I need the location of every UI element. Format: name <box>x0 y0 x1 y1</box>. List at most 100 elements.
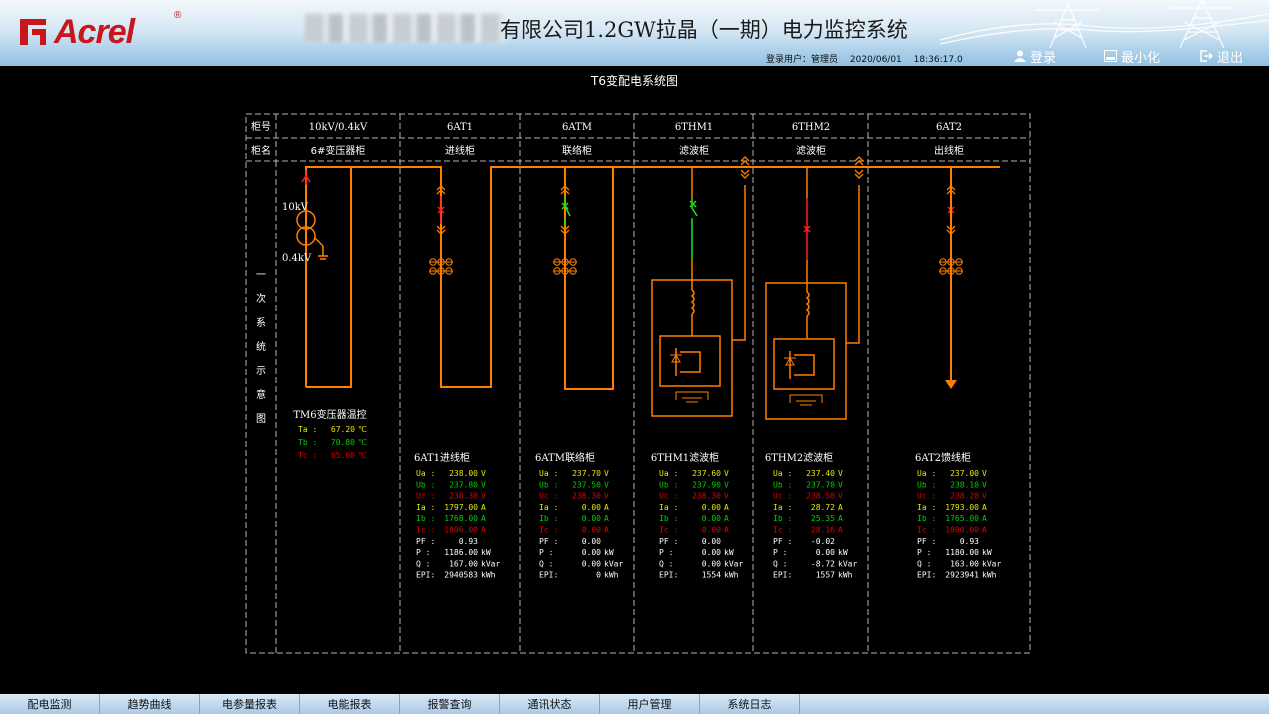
meas-value-pf: 0.93 <box>459 537 478 546</box>
meas-label-ua: Ua : <box>773 469 792 478</box>
meas-label-ib: Ib : <box>539 514 558 523</box>
meas-label-ic: Ic : <box>416 526 435 535</box>
meas-unit-ib: A <box>481 514 486 523</box>
meas-label-epi: EPI: <box>416 571 435 580</box>
meas-unit-ib: A <box>838 514 843 523</box>
meas-unit-epi: kWh <box>838 571 853 580</box>
meas-value-p: 0.00 <box>702 548 721 557</box>
meas-unit-ub: V <box>604 480 609 489</box>
meas-label-ia: Ia : <box>917 503 936 512</box>
current-transformer-symbol <box>429 258 453 275</box>
single-line-diagram: 柜号 柜名 10kV/0.4kV6#变压器柜6AT1进线柜6ATM联络柜6THM… <box>245 113 1031 654</box>
meas-label-ua: Ua : <box>659 469 678 478</box>
disconnector-symbol <box>560 185 570 195</box>
temp-value-2: 65.60 <box>331 451 355 460</box>
meas-unit-ia: A <box>838 503 843 512</box>
meas-value-pf: 0.00 <box>582 537 601 546</box>
meas-label-ic: Ic : <box>659 526 678 535</box>
meas-value-ub: 237.90 <box>692 480 721 489</box>
page-title: T6变配电系统图 <box>591 74 678 88</box>
meas-value-ic: 1806.00 <box>444 526 478 535</box>
meas-label-ib: Ib : <box>917 514 936 523</box>
meas-label-ib: Ib : <box>416 514 435 523</box>
meas-unit-ia: A <box>982 503 987 512</box>
disconnector-symbol <box>854 169 864 179</box>
app-header: Acrel ® 有限公司1.2GW拉晶（一期）电力监控系统 登录用户：管理员 2… <box>0 0 1269 66</box>
nav-tab-5[interactable]: 通讯状态 <box>500 694 600 714</box>
meas-unit-uc: V <box>481 492 486 501</box>
panel-title: 6THM1滤波柜 <box>651 451 719 464</box>
exit-icon <box>1200 50 1213 62</box>
panel-title: 6THM2滤波柜 <box>765 451 833 464</box>
meas-label-pf: PF : <box>773 537 792 546</box>
meas-value-q: 167.00 <box>449 559 478 568</box>
disconnector-symbol <box>740 156 750 166</box>
login-button[interactable]: 登录 <box>1014 48 1057 66</box>
meas-value-ic: 0.00 <box>582 526 601 535</box>
status-bar: 登录用户：管理员 2020/06/01 18:36:17.0 <box>766 52 972 65</box>
meas-value-epi: 2923941 <box>945 571 979 580</box>
brand-name: Acrel <box>54 12 135 51</box>
meas-unit-ic: A <box>838 526 843 535</box>
meas-unit-q: kVar <box>982 559 1001 568</box>
meas-label-ia: Ia : <box>539 503 558 512</box>
meas-label-ua: Ua : <box>539 469 558 478</box>
meas-unit-ub: V <box>982 480 987 489</box>
disconnector-symbol <box>854 156 864 166</box>
meas-unit-p: kW <box>481 548 491 557</box>
meas-unit-ua: V <box>604 469 609 478</box>
meas-value-pf: 0.93 <box>960 537 979 546</box>
meas-value-q: 0.00 <box>702 559 721 568</box>
minimize-button[interactable]: 最小化 <box>1104 48 1160 66</box>
temp-label-1: Tb : <box>298 438 317 447</box>
meas-value-uc: 238.20 <box>950 492 979 501</box>
meas-unit-uc: V <box>838 492 843 501</box>
meas-unit-ua: V <box>481 469 486 478</box>
current-date: 2020/06/01 <box>849 55 902 65</box>
nav-tab-0[interactable]: 配电监测 <box>0 694 100 714</box>
meas-value-ic: 1800.00 <box>945 526 979 535</box>
meas-value-ua: 237.60 <box>692 469 721 478</box>
cabinet-no-1: 6AT1 <box>447 122 473 133</box>
meas-unit-ua: V <box>982 469 987 478</box>
meas-label-p: P : <box>659 548 673 557</box>
nav-tab-7[interactable]: 系统日志 <box>700 694 800 714</box>
meas-unit-ub: V <box>724 480 729 489</box>
meas-unit-p: kW <box>982 548 992 557</box>
cabinet-no-3: 6THM1 <box>675 122 713 133</box>
meas-unit-q: kVar <box>838 559 857 568</box>
login-label: 登录 <box>1030 50 1057 66</box>
temp-unit-2: ℃ <box>358 451 367 460</box>
meas-label-q: Q : <box>539 559 553 568</box>
nav-tab-6[interactable]: 用户管理 <box>600 694 700 714</box>
side-label-char: 次 <box>256 292 266 305</box>
cabinet-name-1: 进线柜 <box>445 144 475 157</box>
meas-unit-p: kW <box>838 548 848 557</box>
bottom-nav: 配电监测趋势曲线电参量报表电能报表报警查询通讯状态用户管理系统日志 <box>0 694 1269 714</box>
breaker-open-mark <box>689 200 697 208</box>
nav-tab-3[interactable]: 电能报表 <box>300 694 400 714</box>
meas-value-epi: 2940583 <box>444 571 478 580</box>
meas-label-epi: EPI: <box>539 571 558 580</box>
meas-value-epi: 1554 <box>702 571 721 580</box>
nav-tab-2[interactable]: 电参量报表 <box>200 694 300 714</box>
meas-unit-ic: A <box>982 526 987 535</box>
nav-tab-1[interactable]: 趋势曲线 <box>100 694 200 714</box>
meas-value-p: 0.00 <box>582 548 601 557</box>
side-label-char: 系 <box>256 317 266 329</box>
meas-unit-p: kW <box>604 548 614 557</box>
nav-tab-4[interactable]: 报警查询 <box>400 694 500 714</box>
exit-label: 退出 <box>1217 50 1244 66</box>
meas-unit-uc: V <box>982 492 987 501</box>
meas-label-epi: EPI: <box>917 571 936 580</box>
exit-button[interactable]: 退出 <box>1200 48 1244 66</box>
meas-label-epi: EPI: <box>773 571 792 580</box>
temp-value-0: 67.20 <box>331 425 355 434</box>
breaker-closed-symbol <box>803 198 811 260</box>
row-label-cabinet-no: 柜号 <box>251 120 271 133</box>
meas-value-ib: 0.00 <box>702 514 721 523</box>
